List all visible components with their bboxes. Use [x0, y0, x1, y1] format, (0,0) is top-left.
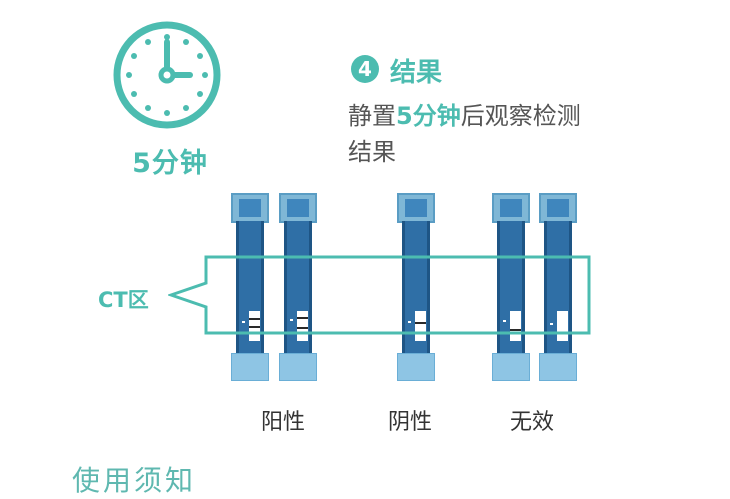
description-prefix: 静置	[348, 102, 396, 130]
description-suffix: 后观察检测	[460, 102, 581, 130]
step-title: 结果	[390, 58, 443, 88]
clock-icon	[113, 21, 221, 129]
test-strip-invalid-2	[539, 193, 577, 387]
test-strip-negative	[397, 193, 435, 387]
description-highlight: 5分钟	[396, 102, 461, 130]
ct-zone-label: CT区	[98, 288, 149, 312]
step-description: 静置5分钟后观察检测 结果	[348, 98, 648, 170]
test-strip-invalid-1	[492, 193, 530, 387]
description-line2: 结果	[348, 138, 396, 166]
test-strip-positive-1	[231, 193, 269, 387]
test-strip-positive-2	[279, 193, 317, 387]
timer-label: 5分钟	[132, 148, 208, 179]
result-label-invalid: 无效	[510, 410, 555, 435]
ct-zone-outline	[168, 255, 591, 335]
notice-heading: 使用须知	[72, 464, 197, 497]
result-label-positive: 阳性	[261, 410, 306, 435]
result-label-negative: 阴性	[388, 410, 433, 435]
step-number-badge: 4	[351, 55, 379, 83]
